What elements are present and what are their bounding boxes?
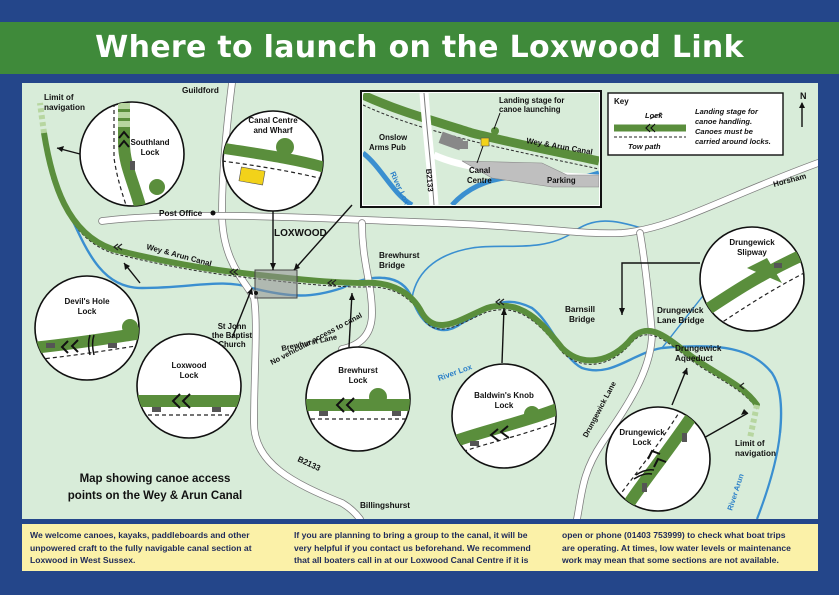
stream-top xyxy=(411,220,643,299)
circle-brewhurst-lock: Brewhurst Lock xyxy=(305,346,411,452)
circle-drungewick-lock: Drungewick Lock xyxy=(605,406,711,512)
svg-text:N: N xyxy=(800,91,807,101)
info-col-2-line-3: that all boaters call in at our Loxwood … xyxy=(294,555,529,565)
baldwins-knob-title-2: Lock xyxy=(495,401,514,410)
label-limit-nav-bottom-1: Limit of xyxy=(735,439,765,448)
label-barnsill-1: Barnsill xyxy=(565,305,595,314)
river-arun xyxy=(755,432,782,519)
circle-baldwins-knob-lock: Baldwin's Knob Lock xyxy=(451,363,557,469)
inset-canal-centre-2: Centre xyxy=(467,176,492,185)
pointer-lines xyxy=(56,147,749,440)
brewhurst-lock-title-2: Lock xyxy=(349,376,368,385)
info-panel: We welcome canoes, kayaks, paddleboards … xyxy=(22,524,818,571)
label-st-john-3: Church xyxy=(218,340,246,349)
key-lock: Lock xyxy=(645,111,663,120)
map-caption-1: Map showing canoe access xyxy=(80,473,231,485)
map-caption-2: points on the Wey & Arun Canal xyxy=(68,490,242,502)
key-desc-3: Canoes must be xyxy=(695,127,753,136)
north-arrow: N xyxy=(799,91,807,127)
info-col-3-line-3: work may mean that some sections are not… xyxy=(562,555,779,565)
label-drungewick-lane-bridge-2: Lane Bridge xyxy=(657,316,705,325)
canal-centre-title-1: Canal Centre xyxy=(248,116,298,125)
label-post-office: Post Office xyxy=(159,209,203,218)
label-loxwood: LOXWOOD xyxy=(274,228,327,239)
key-desc-1: Landing stage for xyxy=(695,107,759,116)
inset-onslow-1: Onslow xyxy=(379,133,408,142)
label-drungewick-aqueduct-2: Aqueduct xyxy=(675,354,713,363)
circle-drungewick-slipway: Drungewick Slipway xyxy=(699,226,805,332)
canal-unnavigable-top xyxy=(37,102,47,134)
label-billingshurst: Billingshurst xyxy=(360,501,410,510)
title-band xyxy=(0,22,839,74)
canal-unnavigable-bottom xyxy=(747,404,760,439)
southland-lock-title-2: Lock xyxy=(141,148,160,157)
label-guildford: Guildford xyxy=(182,86,219,95)
label-brewhurst-bridge-1: Brewhurst xyxy=(379,251,420,260)
info-col-1-line-3: Loxwood in West Sussex. xyxy=(30,555,136,565)
devils-hole-title-2: Lock xyxy=(78,307,97,316)
circle-southland-lock: Southland Lock xyxy=(79,101,185,207)
circle-canal-centre: Canal Centre and Wharf xyxy=(222,110,324,212)
info-col-1: We welcome canoes, kayaks, paddleboards … xyxy=(30,529,252,567)
inset-map: Landing stage for canoe launching Onslow… xyxy=(360,90,602,208)
info-col-2: If you are planning to bring a group to … xyxy=(294,529,531,567)
label-drungewick-lane-bridge-1: Drungewick xyxy=(657,306,704,315)
brewhurst-lock-title-1: Brewhurst xyxy=(338,366,378,375)
canal-centre-title-2: and Wharf xyxy=(253,126,292,135)
key-title: Key xyxy=(614,97,629,106)
info-col-1-line-1: We welcome canoes, kayaks, paddleboards … xyxy=(30,530,250,540)
post-office-marker xyxy=(210,210,216,216)
info-col-1-line-2: unpowered craft to the fully navigable c… xyxy=(30,542,252,553)
info-col-3-line-1: open or phone (01403 753999) to check wh… xyxy=(562,530,786,540)
circle-devils-hole-lock: Devil's Hole Lock xyxy=(34,275,140,381)
key-tow-path: Tow path xyxy=(628,142,661,151)
drungewick-slipway-title-1: Drungewick xyxy=(729,238,775,247)
inset-canal-centre-1: Canal xyxy=(469,166,490,175)
page-title: Where to launch on the Loxwood Link xyxy=(95,30,744,65)
baldwins-knob-title-1: Baldwin's Knob xyxy=(474,391,534,400)
info-col-3-line-2: are operating. At times, low water level… xyxy=(562,542,791,553)
label-limit-nav-top-2: navigation xyxy=(44,103,85,112)
loxwood-lock-title-2: Lock xyxy=(180,371,199,380)
info-col-3: open or phone (01403 753999) to check wh… xyxy=(562,529,791,567)
inset-b2133: B2133 xyxy=(424,168,435,192)
label-st-john-1: St John xyxy=(218,322,247,331)
label-barnsill-2: Bridge xyxy=(569,315,595,324)
label-drungewick-aqueduct-1: Drungewick xyxy=(675,344,722,353)
info-col-2-line-1: If you are planning to bring a group to … xyxy=(294,530,528,540)
key-desc-4: carried around locks. xyxy=(695,137,771,146)
label-brewhurst-bridge-2: Bridge xyxy=(379,261,405,270)
key-desc-2: canoe handling. xyxy=(695,117,752,126)
inset-landing-stage-1: Landing stage for xyxy=(499,96,564,105)
loxwood-highlight-box xyxy=(254,269,298,299)
canal xyxy=(41,130,760,408)
inset-onslow-2: Arms Pub xyxy=(369,143,406,152)
roads xyxy=(98,83,818,519)
map: Limit of navigation Guildford Post Offic… xyxy=(22,83,818,519)
drungewick-slipway-title-2: Slipway xyxy=(737,248,767,257)
pointer-arrowheads xyxy=(57,146,748,415)
southland-lock-title-1: Southland xyxy=(130,138,169,147)
label-st-john-2: the Baptist xyxy=(212,331,253,340)
canal-towpath xyxy=(43,136,758,410)
circle-loxwood-lock: Loxwood Lock xyxy=(136,333,242,439)
drungewick-lock-title-1: Drungewick xyxy=(619,428,665,437)
map-lock-markers xyxy=(113,243,745,390)
loxwood-lock-title-1: Loxwood xyxy=(171,361,206,370)
church-marker xyxy=(254,291,258,295)
inset-parking: Parking xyxy=(547,176,576,185)
inset-landing-stage-2: canoe launching xyxy=(499,105,561,114)
drungewick-lock-title-2: Lock xyxy=(633,438,652,447)
devils-hole-title-1: Devil's Hole xyxy=(64,297,110,306)
map-key: Key Lock Tow path Landing stage for cano… xyxy=(607,92,784,156)
label-limit-nav-bottom-2: navigation xyxy=(735,449,776,458)
info-col-2-line-2: very helpful if you contact us beforehan… xyxy=(294,542,531,553)
label-limit-nav-top-1: Limit of xyxy=(44,93,74,102)
